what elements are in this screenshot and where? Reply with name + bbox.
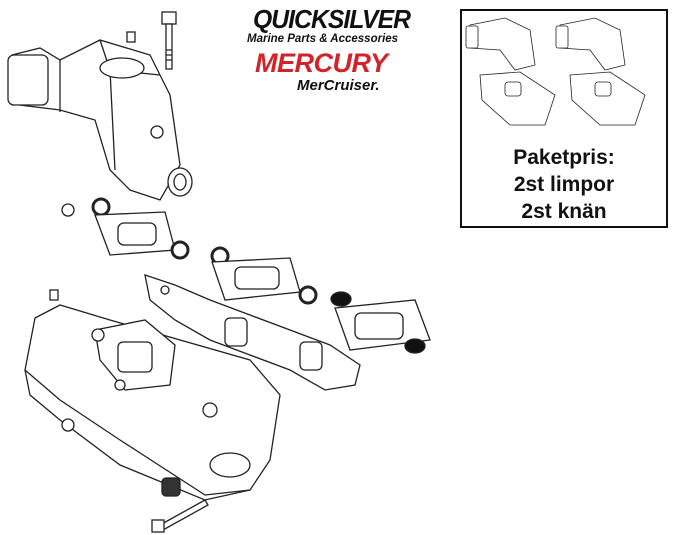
bolt-bottom: [151, 499, 209, 533]
package-price-label: Paketpris:: [513, 146, 615, 169]
exhaust-manifold: [24, 304, 281, 501]
nut-top: [126, 31, 136, 43]
mercruiser-logo: MerCruiser.: [297, 77, 380, 94]
brand-logos: QUICKSILVER Marine Parts & Accessories M…: [245, 4, 415, 94]
nut: [49, 289, 59, 301]
package-thumbnails: [465, 17, 646, 126]
quicksilver-tagline: Marine Parts & Accessories: [247, 33, 399, 45]
o-ring: [91, 197, 111, 217]
plug: [161, 477, 181, 497]
quicksilver-logo: QUICKSILVER: [253, 4, 411, 34]
mercury-logo: MERCURY: [255, 48, 388, 78]
bolt-top: [161, 11, 177, 70]
package-item-elbows: 2st knän: [521, 200, 607, 223]
exhaust-elbow: [7, 39, 193, 217]
package-offer-box: Paketpris: 2st limpor 2st knän: [460, 9, 668, 228]
package-item-manifolds: 2st limpor: [513, 173, 615, 196]
washer: [61, 418, 75, 432]
